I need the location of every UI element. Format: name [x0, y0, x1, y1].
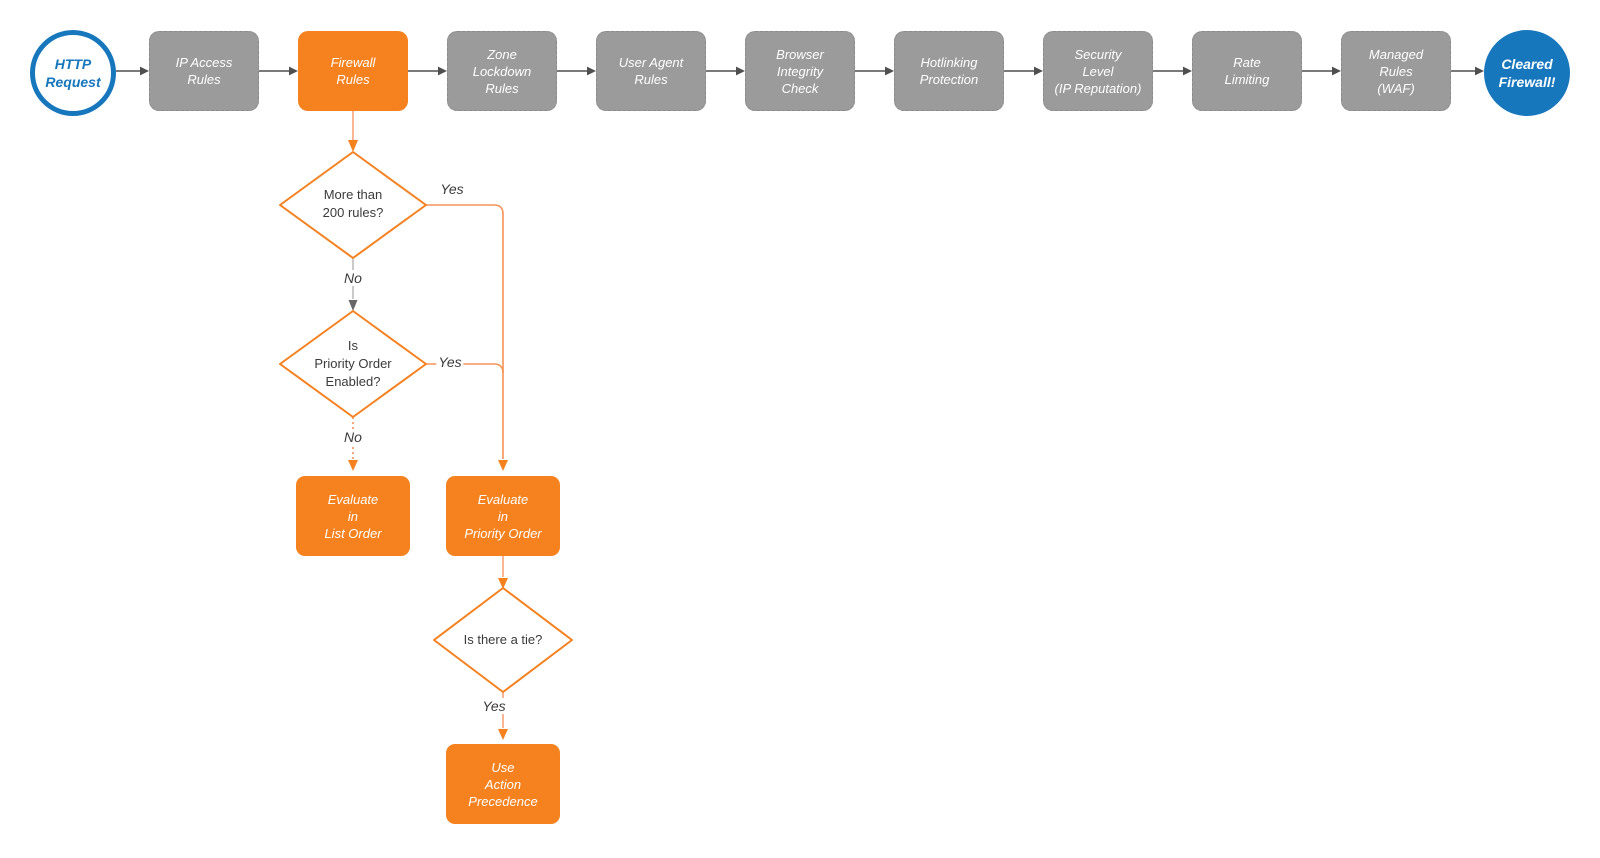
- edge-firewall-to-decision1-arrowhead: [348, 140, 358, 152]
- node-hotlinking-protection: Hotlinking Protection: [894, 31, 1004, 111]
- node-security-level-ip-reputation: Security Level (IP Reputation): [1043, 31, 1153, 111]
- action-label: Evaluate in Priority Order: [464, 491, 542, 541]
- node-evaluate-in-priority-order: Evaluate in Priority Order: [446, 476, 560, 556]
- edge-decision2-yes: [426, 363, 504, 374]
- decision1-label: More than 200 rules?: [322, 187, 384, 220]
- stage-label: Security Level (IP Reputation): [1054, 46, 1142, 96]
- decision2-label: Is Priority Order Enabled?: [314, 338, 392, 389]
- edge-decision1-yes: [426, 204, 504, 459]
- cleared-firewall-label: Cleared Firewall!: [1498, 56, 1556, 90]
- action-label: Evaluate in List Order: [324, 491, 382, 541]
- edge-label-decision2-no: No: [342, 429, 364, 445]
- pipeline-arrows: [116, 66, 1484, 76]
- edge-label-decision1-yes: Yes: [438, 181, 466, 197]
- stage-label: Firewall Rules: [330, 55, 376, 87]
- edge-label-decision3-yes: Yes: [480, 698, 508, 714]
- node-zone-lockdown-rules: Zone Lockdown Rules: [447, 31, 557, 111]
- edge-decision1-no-arrowhead: [348, 300, 358, 311]
- edge-priority-to-decision3-arrowhead: [498, 578, 508, 589]
- stage-label: Zone Lockdown Rules: [472, 46, 532, 96]
- stage-label: User Agent Rules: [618, 55, 684, 87]
- edge-label-decision1-no: No: [342, 270, 364, 286]
- decision1-shape: [279, 151, 427, 259]
- node-http-request: HTTP Request: [30, 30, 116, 116]
- node-cleared-firewall: Cleared Firewall!: [1484, 30, 1570, 116]
- node-evaluate-in-list-order: Evaluate in List Order: [296, 476, 410, 556]
- stage-label: Rate Limiting: [1224, 55, 1270, 87]
- node-managed-rules-waf: Managed Rules (WAF): [1341, 31, 1451, 111]
- node-use-action-precedence: Use Action Precedence: [446, 744, 560, 824]
- decision3-label: Is there a tie?: [463, 632, 543, 647]
- edge-decision3-yes-arrowhead: [498, 729, 508, 740]
- decision2-shape: [279, 310, 427, 418]
- edge-decision1-yes-arrowhead: [498, 460, 508, 471]
- stage-label: Browser Integrity Check: [776, 46, 824, 96]
- node-ip-access-rules: IP Access Rules: [149, 31, 259, 111]
- stage-label: IP Access Rules: [175, 55, 233, 87]
- stage-label: Hotlinking Protection: [919, 55, 979, 87]
- node-firewall-rules: Firewall Rules: [298, 31, 408, 111]
- decision3-shape: [433, 587, 573, 693]
- node-user-agent-rules: User Agent Rules: [596, 31, 706, 111]
- edge-label-decision2-yes: Yes: [436, 354, 464, 370]
- action-label: Use Action Precedence: [468, 759, 538, 809]
- http-request-label: HTTP Request: [45, 56, 101, 90]
- stage-label: Managed Rules (WAF): [1368, 46, 1424, 96]
- node-rate-limiting: Rate Limiting: [1192, 31, 1302, 111]
- node-browser-integrity-check: Browser Integrity Check: [745, 31, 855, 111]
- edge-decision2-no-arrowhead: [348, 460, 358, 471]
